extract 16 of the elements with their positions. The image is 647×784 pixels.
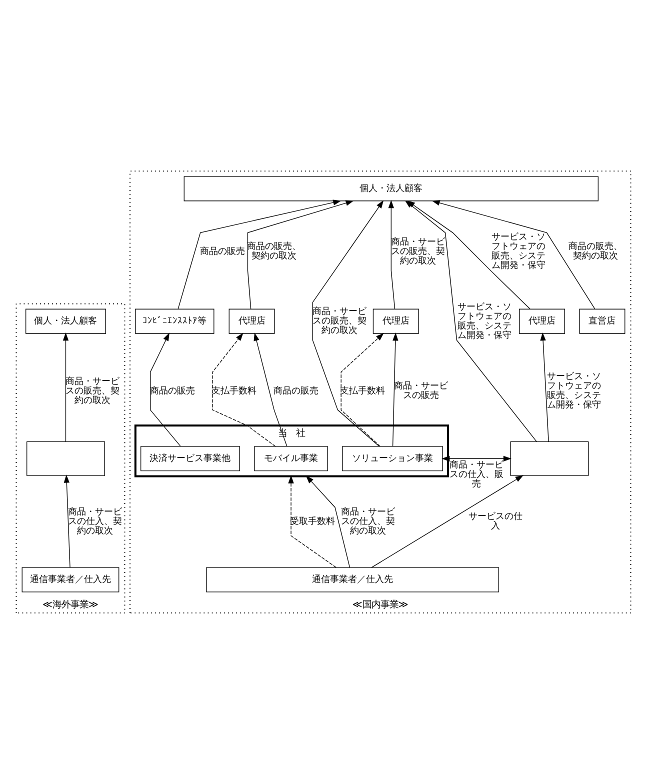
edge-label: サービス・ソフトウェアの販売、システム開発・保守 (458, 302, 512, 341)
edge-label: 商品の販売 (274, 386, 319, 396)
edge-label: 商品の販売 (150, 386, 195, 396)
edge-label: サービス・ソフトウェアの販売、システム開発・保守 (546, 372, 601, 410)
edge-label: 支払手数料 (340, 386, 386, 396)
edge-label: サービスの仕入 (468, 512, 522, 532)
edge-label: 商品・サービスの販売、契約の取次 (65, 376, 120, 406)
edge-label: 商品・サービスの仕入、契約の取次 (68, 507, 122, 536)
edge-label: 支払手数料 (212, 386, 257, 396)
edge-label: 商品・サービスの仕入、販売 (450, 460, 504, 490)
edge-label: 受取手数料 (290, 516, 336, 527)
edge-label: 商品の販売 (200, 246, 245, 257)
edge-label: サービス・ソフトウェアの販売、システム開発・保守 (491, 232, 546, 272)
edge-label: 商品・サービスの販売、契約の取次 (312, 307, 366, 336)
edge-label: 商品の販売、契約の取次 (568, 242, 622, 262)
edge-label: 商品・サービスの仕入、契約の取次 (340, 507, 395, 536)
